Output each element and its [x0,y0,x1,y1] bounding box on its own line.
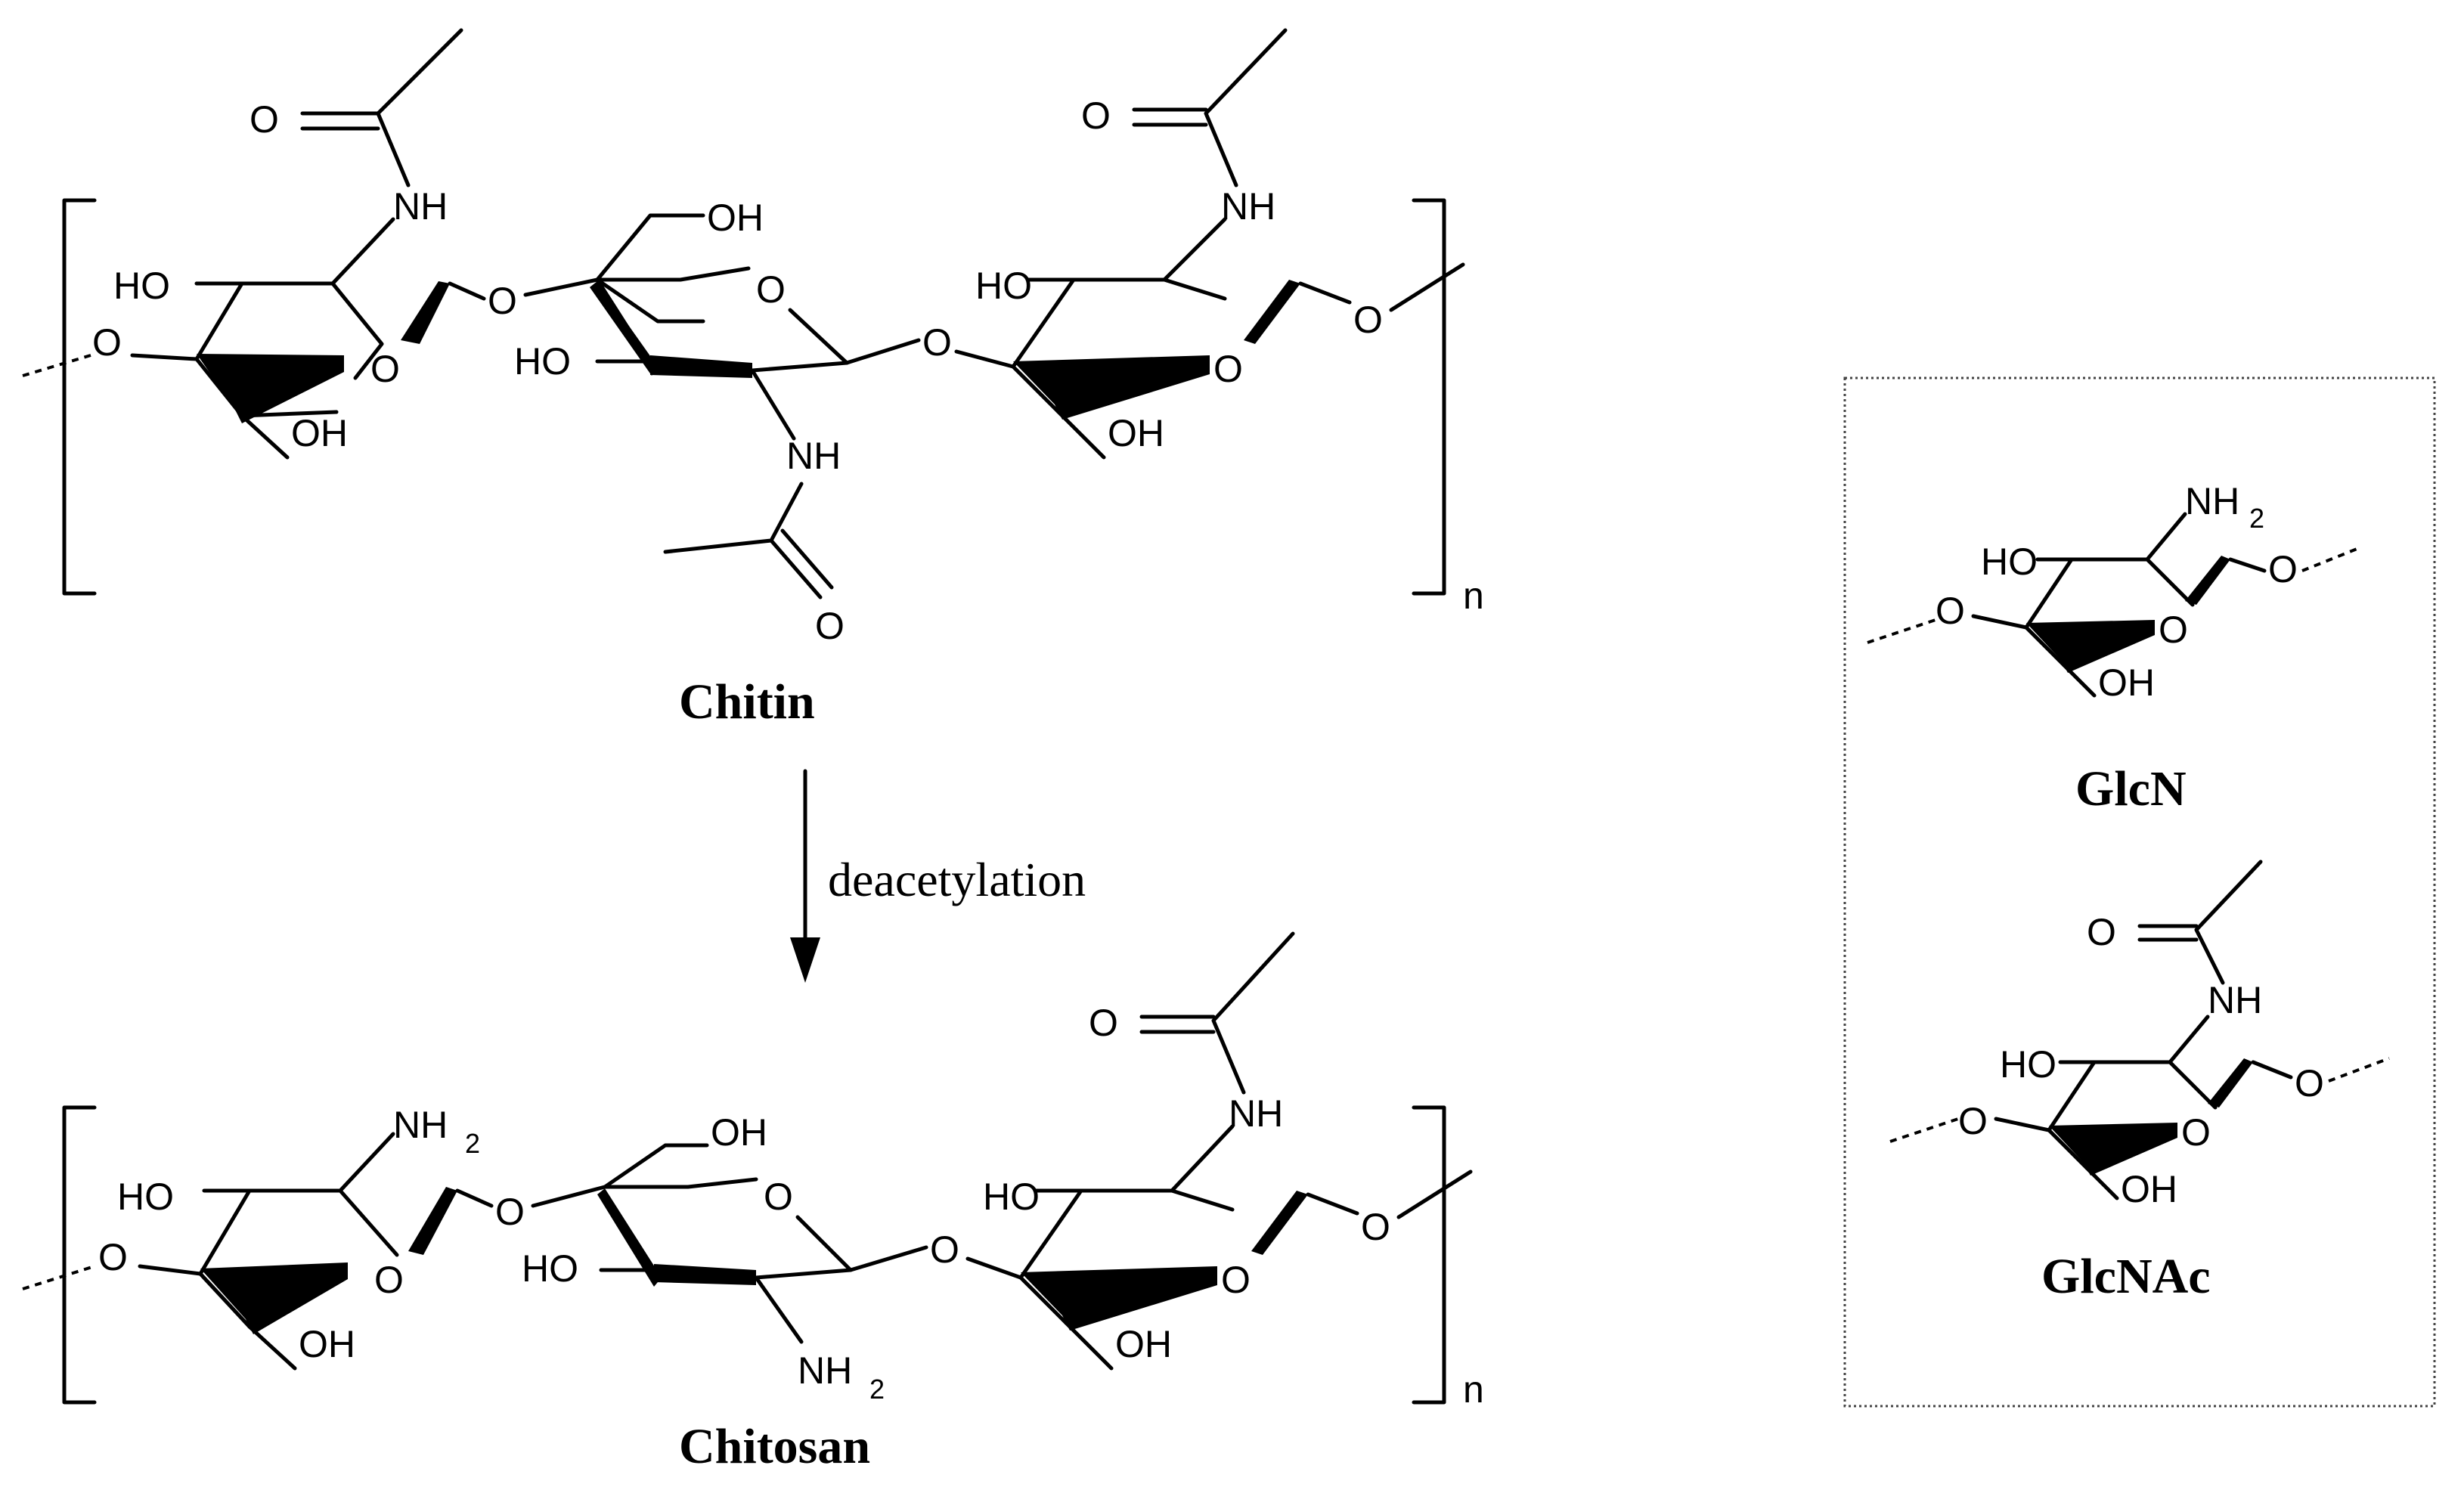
hydroxyl-label: OH [299,1323,355,1365]
monomer-box: O HO OH O NH 2 O GlcN O HO [1843,376,2436,1408]
glcn-structure: O HO OH O NH 2 O GlcN [1867,480,2360,816]
hydroxyl-label: OH [1108,412,1164,454]
right-bracket [1412,198,1446,596]
glycosidic-oxygen: O [1353,299,1383,341]
oxygen-atom: O [2268,548,2298,590]
hydroxyl-label: HO [522,1247,578,1290]
left-bracket [62,198,97,596]
glycosidic-oxygen: O [922,321,952,364]
glycosidic-oxygen: O [1361,1206,1390,1248]
repeat-n: n [1463,575,1484,617]
dotted-box [1843,376,2436,1408]
hydroxyl-label: HO [117,1176,174,1218]
carbonyl-oxygen: O [815,605,845,647]
hydroxyl-label: HO [975,265,1032,307]
oxygen-atom: O [2295,1062,2324,1104]
hydroxyl-label: OH [2121,1168,2177,1210]
reaction-arrow: deacetylation [790,769,1086,983]
hydroxyl-label: HO [113,265,170,307]
amide-nh: NH [786,435,841,477]
glcnac-label: GlcNAc [2041,1249,2211,1304]
amine-label: NH [393,1104,448,1146]
hydroxyl-label: HO [983,1176,1040,1218]
subscript-2: 2 [2249,503,2264,534]
ring-oxygen: O [374,1259,404,1301]
hydroxyl-label: HO [2000,1043,2056,1086]
glycosidic-oxygen: O [495,1191,525,1233]
hydroxyl-label: OH [2098,661,2155,704]
hydroxyl-label: OH [707,197,764,239]
ring-oxygen: O [1221,1259,1251,1301]
chitin-label: Chitin [679,674,815,730]
dashed-link [22,1265,95,1290]
ring-oxygen: O [370,348,400,390]
chitosan-structure: n O HO OH O NH 2 O OH O HO NH 2 O [22,931,1484,1474]
hydroxyl-label: HO [1981,541,2038,583]
chitosan-label: Chitosan [679,1419,870,1474]
hydroxyl-label: OH [1115,1323,1172,1365]
repeat-n: n [1463,1368,1484,1411]
chitin-structure: n O HO OH O NH O O OH O HO N [22,28,1484,730]
ring-oxygen: O [764,1176,793,1218]
oxygen-atom: O [92,321,122,364]
glcn-label: GlcN [2075,761,2187,816]
glycosidic-oxygen: O [488,280,517,322]
hydroxyl-label: OH [711,1111,767,1154]
ring-oxygen: O [1213,348,1243,390]
ring-oxygen: O [2159,609,2188,651]
subscript-2: 2 [465,1128,480,1159]
reaction-label: deacetylation [828,853,1086,906]
oxygen-atom: O [1958,1100,1988,1142]
glcnac-structure: O HO OH O NH O O GlcNAc [1889,860,2390,1304]
right-bracket [1412,1105,1446,1405]
carbonyl-oxygen: O [1089,1002,1118,1044]
subscript-2: 2 [869,1374,885,1405]
hydroxyl-label: OH [291,412,348,454]
carbonyl-oxygen: O [249,98,279,141]
amide-nh: NH [1229,1092,1283,1135]
ring-oxygen: O [756,268,786,311]
glycosidic-oxygen: O [930,1228,959,1271]
amide-nh: NH [1221,185,1275,228]
oxygen-atom: O [98,1236,128,1278]
amine-label: NH [2185,480,2239,522]
carbonyl-oxygen: O [2087,911,2116,953]
amine-label: NH [798,1349,852,1392]
hydroxyl-label: HO [514,340,571,383]
amide-nh: NH [393,185,448,228]
dashed-link [22,354,91,377]
carbonyl-oxygen: O [1081,94,1111,137]
ring-oxygen: O [2181,1111,2211,1154]
oxygen-atom: O [1936,590,1965,632]
left-bracket [62,1105,97,1405]
amide-nh: NH [2208,979,2262,1021]
